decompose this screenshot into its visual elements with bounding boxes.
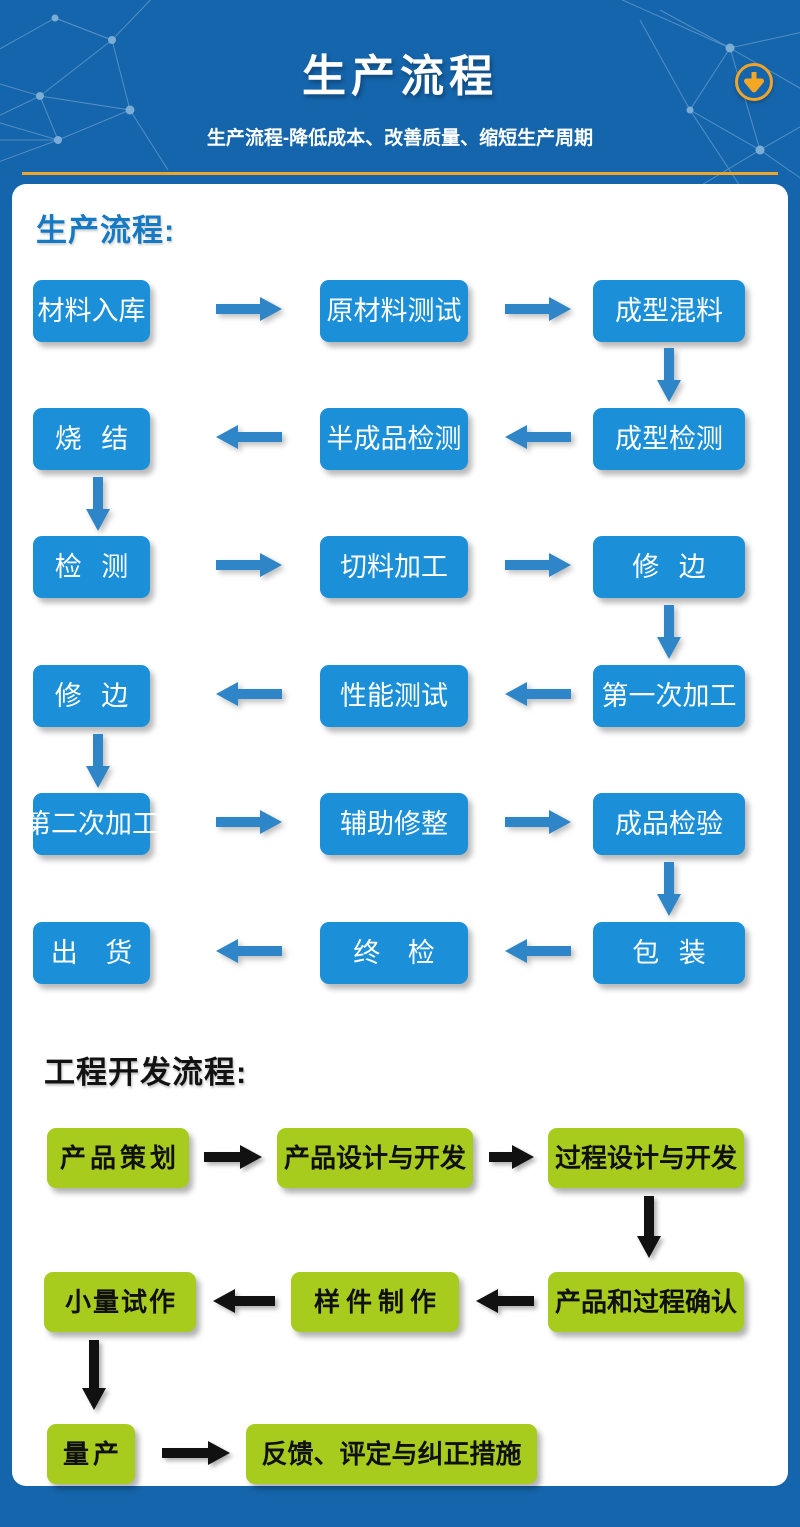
flow-node: 修 边 bbox=[593, 536, 745, 598]
flow-node: 原材料测试 bbox=[320, 280, 468, 342]
download-circle-icon[interactable] bbox=[735, 63, 773, 101]
flow-node: 出 货 bbox=[33, 922, 150, 984]
flow-arrow-right-icon bbox=[204, 1145, 262, 1169]
download-arrow-glyph bbox=[744, 72, 764, 93]
flow-arrow-down-icon bbox=[86, 734, 110, 788]
flow-node: 过程设计与开发 bbox=[548, 1128, 744, 1188]
flow-arrow-down-icon bbox=[82, 1340, 106, 1410]
flow-node: 产品策划 bbox=[47, 1128, 189, 1188]
flow-node: 烧 结 bbox=[33, 408, 150, 470]
flow-arrow-right-icon bbox=[216, 297, 282, 321]
flow-arrow-down-icon bbox=[657, 605, 681, 659]
flow-node: 成型检测 bbox=[593, 408, 745, 470]
flow-arrow-left-icon bbox=[476, 1289, 534, 1313]
flow-node: 成品检验 bbox=[593, 793, 745, 855]
header-divider bbox=[22, 172, 778, 175]
flow-arrow-right-icon bbox=[505, 297, 571, 321]
flow-arrow-down-icon bbox=[657, 348, 681, 402]
page-header: 生产流程 生产流程-降低成本、改善质量、缩短生产周期 bbox=[0, 0, 800, 186]
flow-node: 产品设计与开发 bbox=[277, 1128, 473, 1188]
flow-arrow-down-icon bbox=[637, 1196, 661, 1258]
page-subtitle: 生产流程-降低成本、改善质量、缩短生产周期 bbox=[206, 128, 594, 149]
flow-arrow-left-icon bbox=[505, 425, 571, 449]
flow-node: 第一次加工 bbox=[593, 665, 745, 727]
flow-arrow-right-icon bbox=[216, 810, 282, 834]
flow-node: 终 检 bbox=[320, 922, 468, 984]
section-title-production: 生产流程: bbox=[36, 213, 176, 248]
flow-node: 检 测 bbox=[33, 536, 150, 598]
flow-node: 小量试作 bbox=[44, 1272, 196, 1332]
flow-node: 成型混料 bbox=[593, 280, 745, 342]
flow-node: 量产 bbox=[47, 1424, 135, 1484]
flow-arrow-left-icon bbox=[216, 425, 282, 449]
flow-arrow-left-icon bbox=[505, 939, 571, 963]
flow-node: 半成品检测 bbox=[320, 408, 468, 470]
flow-node: 第二次加工 bbox=[24, 793, 159, 855]
flow-arrow-left-icon bbox=[213, 1289, 275, 1313]
page-title: 生产流程 bbox=[302, 52, 498, 101]
flow-node: 修 边 bbox=[33, 665, 150, 727]
section-title-engineering: 工程开发流程: bbox=[44, 1055, 248, 1090]
flow-node: 辅助修整 bbox=[320, 793, 468, 855]
flow-node: 材料入库 bbox=[33, 280, 150, 342]
flow-node: 性能测试 bbox=[320, 665, 468, 727]
flow-arrow-right-icon bbox=[489, 1145, 534, 1169]
flow-node: 包 装 bbox=[593, 922, 745, 984]
flow-arrow-left-icon bbox=[216, 682, 282, 706]
flow-node: 样件制作 bbox=[291, 1272, 459, 1332]
flow-arrow-right-icon bbox=[216, 553, 282, 577]
flow-arrow-left-icon bbox=[216, 939, 282, 963]
flow-node: 反馈、评定与纠正措施 bbox=[246, 1424, 537, 1484]
flow-arrow-right-icon bbox=[505, 553, 571, 577]
flow-arrow-left-icon bbox=[505, 682, 571, 706]
flow-arrow-right-icon bbox=[505, 810, 571, 834]
flow-arrow-down-icon bbox=[657, 862, 681, 916]
flow-arrow-down-icon bbox=[86, 477, 110, 531]
flow-arrow-right-icon bbox=[162, 1441, 230, 1465]
flow-node: 切料加工 bbox=[320, 536, 468, 598]
flow-node: 产品和过程确认 bbox=[548, 1272, 744, 1332]
